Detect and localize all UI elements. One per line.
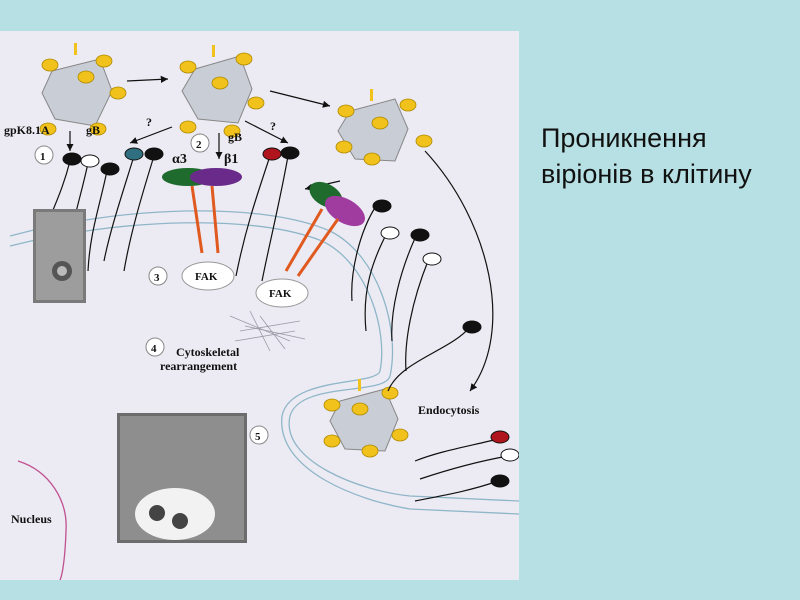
fak-lines (190, 185, 340, 277)
step-circles (34, 133, 269, 445)
label-gpk8-1a: gpK8.1A (4, 123, 50, 137)
entry-diagram-svg: gpK8.1A gB gB ? ? 1 2 3 4 5 α3 β1 FAK FA… (4, 43, 519, 580)
label-alpha3: α3 (172, 152, 187, 167)
label-fak-2: FAK (269, 288, 292, 300)
virion-2 (179, 45, 265, 138)
label-question-1: ? (146, 115, 152, 129)
label-question-2: ? (270, 119, 276, 133)
step-5-number: 5 (255, 431, 261, 443)
transition-arrows (66, 75, 494, 392)
step-3-number: 3 (154, 272, 160, 284)
label-endocytosis: Endocytosis (418, 403, 480, 417)
entry-diagram: gpK8.1A gB gB ? ? 1 2 3 4 5 α3 β1 FAK FA… (0, 31, 519, 580)
cell-membrane (9, 210, 519, 515)
cytoskeleton-fibers (229, 310, 306, 352)
step-2-number: 2 (196, 139, 202, 151)
fak-oval-2 (255, 278, 309, 308)
micrograph-2 (117, 413, 247, 543)
step-1-number: 1 (40, 151, 46, 163)
integrin-pair-2 (309, 181, 365, 227)
label-beta1: β1 (224, 152, 238, 167)
nucleus-outline (17, 460, 67, 580)
label-gb-mid: gB (228, 130, 242, 144)
label-rearrangement: rearrangement (160, 359, 237, 373)
label-nucleus: Nucleus (11, 512, 52, 526)
virion-1 (39, 43, 127, 136)
virion-3 (335, 89, 433, 166)
receptor-heads (62, 146, 519, 488)
receptor-stalks (39, 155, 509, 502)
label-fak-1: FAK (195, 271, 218, 283)
micrograph-1 (33, 209, 86, 303)
step-4-number: 4 (151, 343, 157, 355)
label-cytoskeletal: Cytoskeletal (176, 345, 240, 359)
integrin-pair-1 (162, 168, 242, 186)
slide-title-line-2: віріонів в клітину (541, 159, 752, 189)
virion-4 (323, 379, 409, 458)
slide-title: Проникнення віріонів в клітину (541, 120, 791, 192)
fak-oval-1 (181, 261, 235, 291)
slide-title-line-1: Проникнення (541, 123, 707, 153)
label-gb-left: gB (86, 123, 100, 137)
